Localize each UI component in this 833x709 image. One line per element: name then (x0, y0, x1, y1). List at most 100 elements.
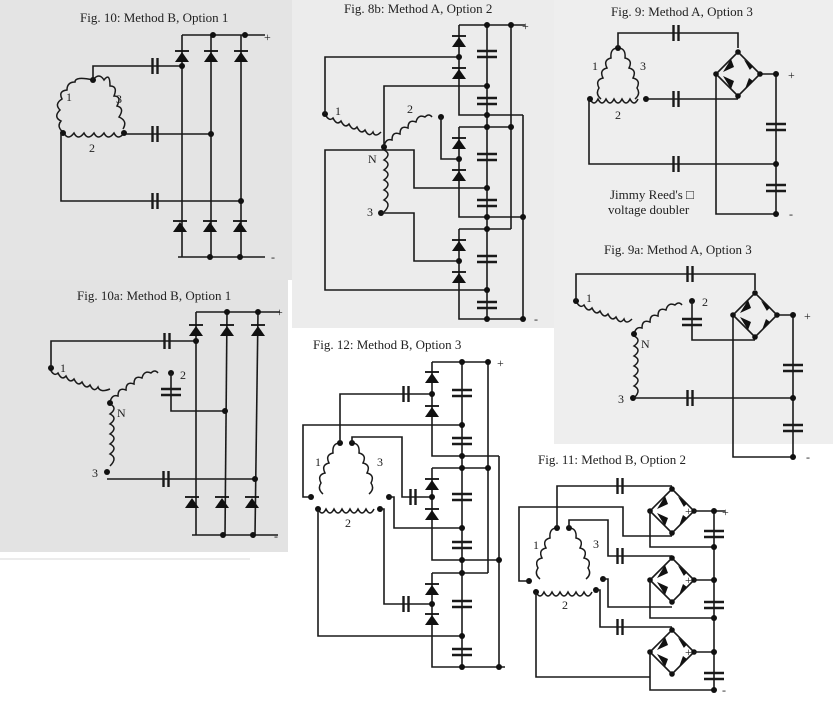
diode (424, 405, 440, 418)
wire (458, 229, 523, 320)
winding-label: 2 (407, 102, 413, 116)
figure-9a: Fig. 9a: Method A, Option 3 1 2 3 N + - (573, 242, 811, 464)
wire (649, 652, 714, 691)
junction-dot (179, 63, 185, 69)
junction-dot (496, 557, 502, 563)
wire (431, 468, 462, 561)
negative-terminal: - (274, 529, 278, 543)
winding-label: 3 (640, 59, 646, 73)
diode (424, 371, 440, 384)
wire (431, 362, 462, 457)
annotation: Jimmy Reed's □ (610, 187, 694, 202)
junction-dot (484, 287, 490, 293)
wire (458, 127, 523, 218)
junction-dot (459, 359, 465, 365)
neutral-label: N (368, 152, 377, 166)
junction-dot (242, 32, 248, 38)
annotation: voltage doubler (608, 202, 690, 217)
junction-dot (508, 22, 514, 28)
figure-10-panel (0, 0, 292, 280)
diode (233, 50, 249, 63)
junction-dot (210, 32, 216, 38)
wire (715, 74, 776, 215)
junction-dot (459, 664, 465, 670)
junction-dot (643, 96, 649, 102)
wire (760, 73, 777, 214)
junction-dot (459, 557, 465, 563)
diode (232, 220, 248, 233)
divider (0, 558, 250, 560)
junction-dot (587, 96, 593, 102)
bridge-plus-label: + (685, 573, 692, 587)
negative-terminal: - (722, 683, 726, 697)
junction-dot (222, 408, 228, 414)
bridge-plus-label: + (685, 645, 692, 659)
diode (451, 67, 467, 80)
junction-dot (790, 454, 796, 460)
junction-dot (224, 309, 230, 315)
winding-label: 2 (562, 598, 568, 612)
diode (244, 496, 260, 509)
wire (324, 149, 487, 291)
winding-label: 3 (116, 92, 122, 106)
wire (440, 117, 459, 160)
winding-coil (575, 300, 633, 323)
wire (60, 133, 241, 202)
junction-dot (252, 476, 258, 482)
junction-dot (485, 359, 491, 365)
wire (381, 212, 459, 262)
wire (568, 519, 672, 557)
junction-dot (484, 226, 490, 232)
junction-dot (429, 601, 435, 607)
winding-coil (324, 113, 382, 136)
wire (254, 311, 259, 536)
wire (389, 496, 462, 529)
winding-coil (109, 370, 159, 403)
winding-label: 3 (618, 392, 624, 406)
junction-dot (711, 577, 717, 583)
winding-label: 2 (345, 516, 351, 530)
junction-dot (520, 316, 526, 322)
wire (518, 506, 672, 582)
wire (380, 508, 432, 605)
figure-12: Fig. 12: Method B, Option 3 1 3 2 (302, 337, 505, 670)
junction-dot (255, 309, 261, 315)
positive-terminal: + (804, 309, 811, 323)
winding-coil (108, 403, 115, 467)
wire (535, 592, 650, 678)
figure-8b: Fig. 8b: Method A, Option 2 1 2 3 N (322, 1, 538, 326)
wire (351, 436, 432, 498)
junction-dot (496, 664, 502, 670)
positive-terminal: + (264, 30, 271, 44)
diode (172, 220, 188, 233)
wire (383, 85, 487, 147)
diode (424, 508, 440, 521)
junction-dot (773, 71, 779, 77)
wire (339, 393, 432, 443)
junction-dot (484, 22, 490, 28)
diode (214, 496, 230, 509)
winding-coil (56, 75, 126, 138)
diode (451, 169, 467, 182)
figure-11: Fig. 11: Method B, Option 2 1 3 2 + (518, 452, 729, 697)
wire (384, 149, 487, 189)
positive-terminal: + (522, 19, 529, 33)
wire (317, 509, 462, 637)
wire (575, 273, 756, 301)
positive-terminal: + (497, 356, 504, 370)
winding-coil (535, 527, 593, 597)
winding-coil (317, 442, 375, 514)
junction-dot (711, 615, 717, 621)
junction-dot (711, 687, 717, 693)
figure-caption: Fig. 8b: Method A, Option 2 (344, 1, 492, 16)
diode (203, 50, 219, 63)
diode (451, 137, 467, 150)
positive-terminal: + (788, 68, 795, 82)
figure-caption: Fig. 12: Method B, Option 3 (313, 337, 461, 352)
negative-terminal: - (534, 312, 538, 326)
negative-terminal: - (271, 250, 275, 264)
junction-dot (790, 395, 796, 401)
junction-dot (484, 83, 490, 89)
winding-label: 3 (377, 455, 383, 469)
junction-dot (459, 465, 465, 471)
